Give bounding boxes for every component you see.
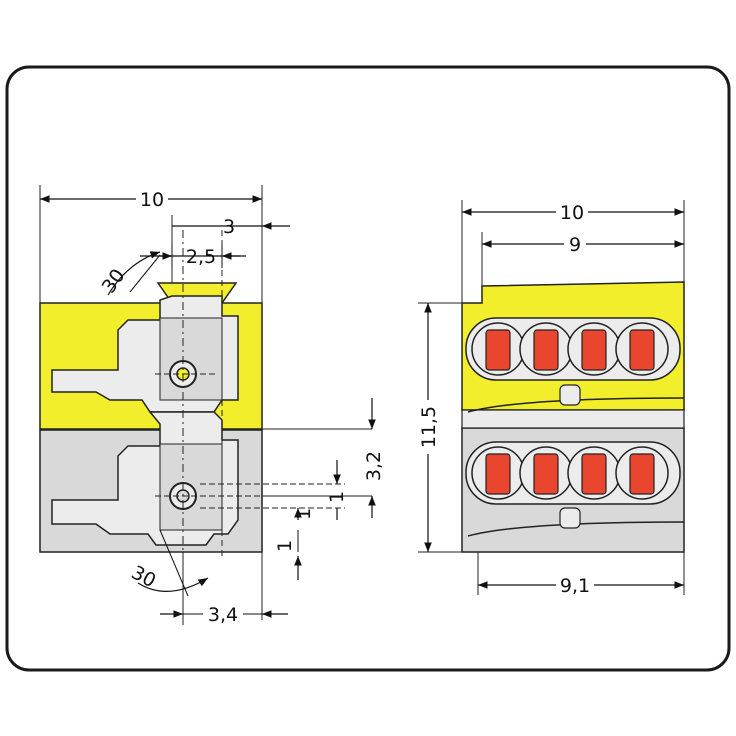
port-row-2-4 (615, 446, 669, 500)
port-row-1-4 (615, 322, 669, 376)
port-row-1-1 (471, 322, 525, 376)
angle-top-arc (107, 251, 161, 296)
dim-front-inner-label: 9 (569, 234, 581, 256)
port-row-1-2 (519, 322, 573, 376)
dim-front-height-label: 11,5 (418, 406, 440, 448)
front-view: 10 9 11,5 9,1 (417, 200, 685, 597)
port-row-2-3 (567, 446, 621, 500)
side-upper-strip (159, 317, 223, 401)
dim-bottom-label: 3,4 (208, 604, 238, 626)
angle-bottom-arc (137, 577, 209, 592)
dim-front-outer-label: 10 (560, 202, 584, 224)
dim-width-label: 10 (140, 189, 164, 211)
front-separator (461, 409, 685, 429)
dim-offset-label: 3 (223, 216, 235, 238)
dim-pitch-label: 3,2 (363, 451, 385, 481)
dim-small-a-label: 1 (326, 491, 348, 503)
dim-front-bottom-label: 9,1 (560, 575, 590, 597)
side-view: 10 3 2,5 30 3,2 1 1 1 30 (39, 185, 385, 626)
dim-small-b-label: 1 (293, 508, 315, 520)
front-upper-tab (559, 384, 581, 406)
port-row-2-1 (471, 446, 525, 500)
front-lower-tab (559, 507, 581, 529)
front-upper-ports (465, 317, 681, 406)
port-row-1-3 (567, 322, 621, 376)
dim-slot-label: 2,5 (186, 246, 216, 268)
port-row-2-2 (519, 446, 573, 500)
dim-small-c-label: 1 (274, 540, 296, 552)
front-lower-ports (465, 441, 681, 529)
